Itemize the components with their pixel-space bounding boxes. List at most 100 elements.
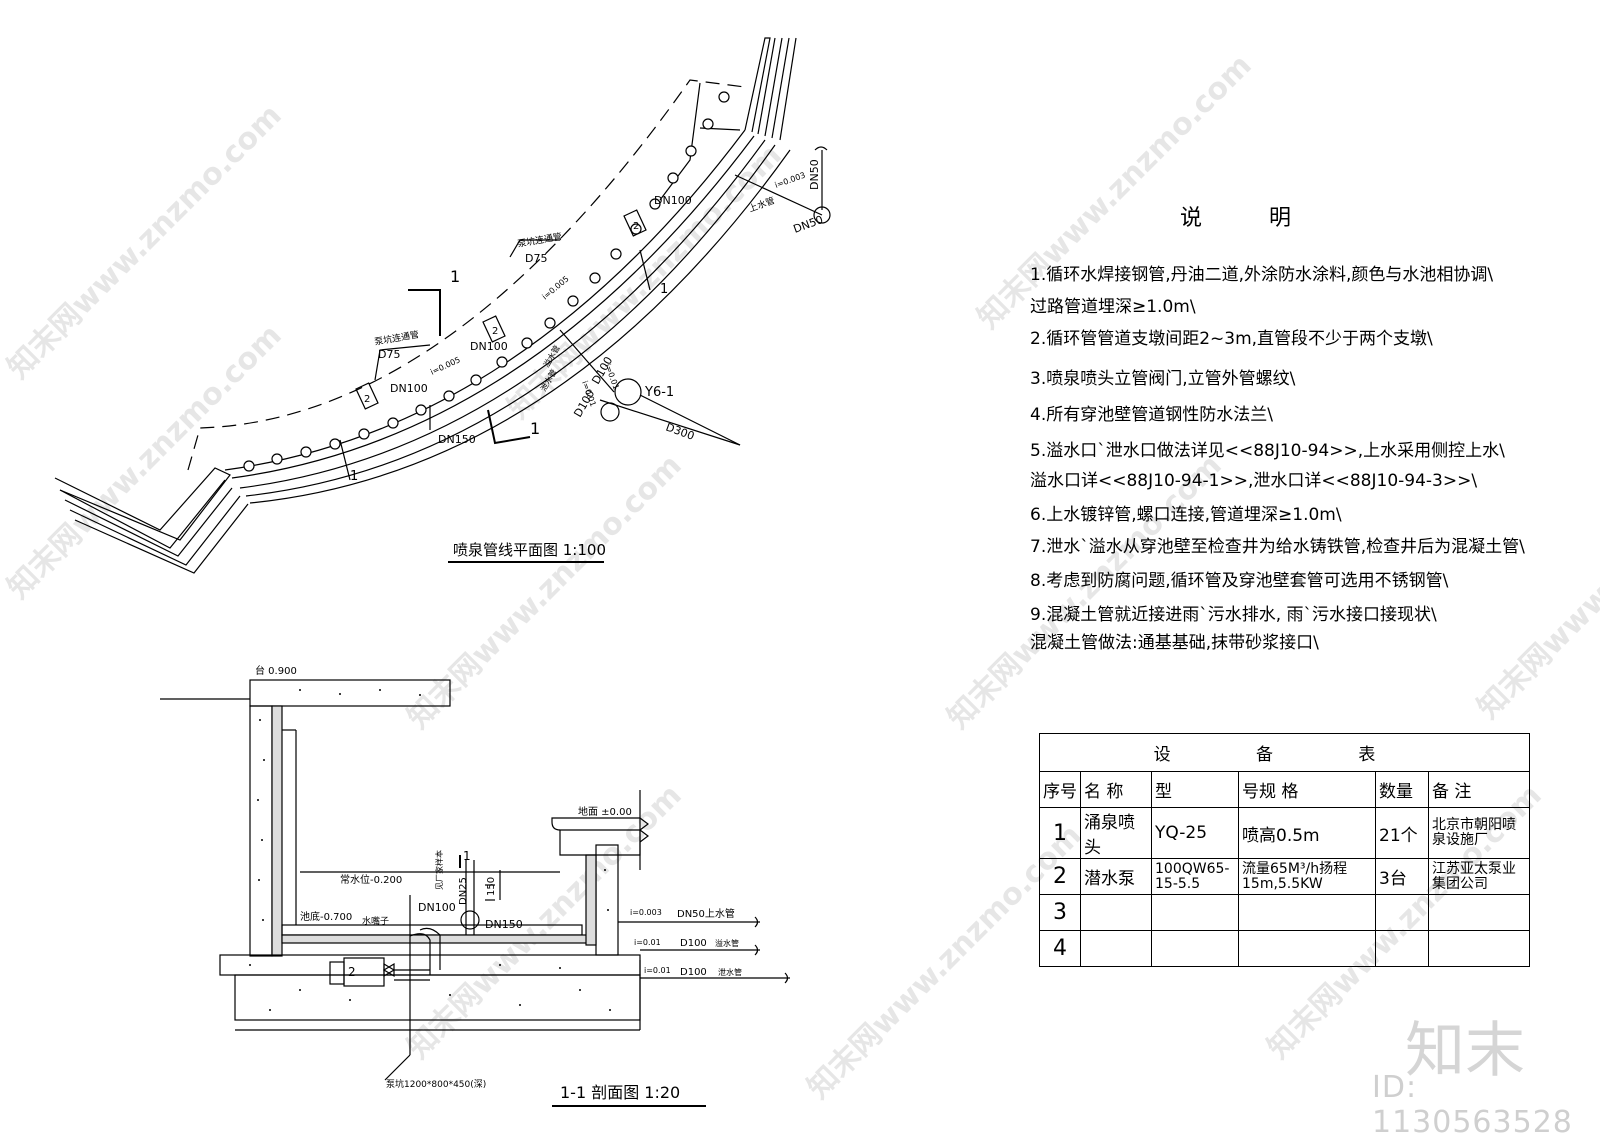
label-nozzle-note: 见厂家样本 (434, 850, 444, 890)
concrete-hatching (249, 689, 611, 1011)
label-dn25: DN25 (458, 877, 469, 905)
watermark-logo: 知末 (1405, 1016, 1525, 1086)
note-line: 过路管道埋深≥1.0m\ (1030, 297, 1196, 317)
equipment-table-title: 设 备 表 (1039, 733, 1530, 772)
label-dn100-mid: DN100 (470, 340, 508, 353)
label-normal-water: 常水位-0.200 (340, 873, 402, 886)
valve-box-label-1: 2 (633, 221, 639, 232)
label-pool-bottom: 池底-0.700 (300, 910, 352, 923)
label-d100-overflow: D100 (680, 938, 707, 949)
table-header: 型 (1151, 771, 1239, 808)
label-d75-1: D75 (525, 252, 547, 265)
cell-no: 2 (1039, 858, 1081, 895)
label-slope-top: i=0.003 (774, 171, 807, 190)
cell-name: 潜水泵 (1080, 858, 1152, 895)
cell-qty (1375, 930, 1429, 967)
watermark-text: 知末网www.znzmo.com (1471, 438, 1600, 726)
label-dn100: DN100 (418, 901, 456, 914)
table-row: 1 涌泉喷头 YQ-25 喷高0.5m 21个 北京市朝阳喷泉设施厂 (1039, 807, 1530, 859)
watermark-text: 知末网www.znzmo.com (401, 448, 689, 736)
table-header: 名 称 (1080, 771, 1152, 808)
valve-box-label-3: 2 (364, 394, 370, 405)
note-line: 溢水口详<<88J10-94-1>>,泄水口详<<88J10-94-3>>\ (1030, 471, 1478, 491)
cell-qty (1375, 894, 1429, 931)
table-row: 4 (1039, 930, 1530, 967)
cell-model: YQ-25 (1151, 807, 1239, 859)
cell-spec (1238, 894, 1376, 931)
note-line: 8.考虑到防腐问题,循环管及穿池壁套管可选用不锈钢管\ (1030, 571, 1449, 591)
cell-model (1151, 930, 1239, 967)
label-d300: D300 (664, 421, 696, 443)
label-d75-2: D75 (378, 348, 400, 361)
plan-view (54, 37, 831, 574)
table-row: 3 (1039, 894, 1530, 931)
equipment-table: 设 备 表 序号 名 称 型 号规 格 数量 备 注 1 涌泉喷头 YQ-25 … (1039, 733, 1530, 967)
note-line: 1.循环水焊接钢管,丹油二道,外涂防水涂料,颜色与水池相协调\ (1030, 265, 1494, 285)
note-line: 3.喷泉喷头立管阀门,立管外管螺纹\ (1030, 369, 1296, 389)
label-dn50-right2: DN50 (792, 213, 825, 236)
cell-note: 北京市朝阳喷泉设施厂 (1428, 807, 1530, 859)
section-caption: 1-1 剖面图 1:20 (560, 1083, 680, 1102)
label-slope-a: i=0.005 (541, 274, 571, 301)
section-view (160, 679, 790, 1081)
section-labels: 台 0.900 地面 ±0.00 常水位-0.200 池底-0.700 见厂家样… (255, 664, 742, 1102)
notes-title: 说 明 (1180, 206, 1321, 231)
cell-no: 4 (1039, 930, 1081, 967)
cell-qty: 3台 (1375, 858, 1429, 895)
label-pit: 泵坑1200*800*450(深) (386, 1078, 486, 1090)
section-mark-4: 1 (350, 469, 358, 484)
label-pump-pipe-2: 泵坑连通管 (373, 328, 419, 348)
section-mark-3: 1 (660, 282, 668, 297)
label-y6: Y6-1 (644, 385, 674, 400)
table-row: 2 潜水泵 100QW65-15-5.5 流量65M³/h扬程15m,5.5KW… (1039, 858, 1530, 895)
cell-name (1080, 930, 1152, 967)
cell-note (1428, 894, 1530, 931)
label-slope3: i=0.01 (644, 966, 671, 975)
cell-model: 100QW65-15-5.5 (1151, 858, 1239, 895)
cell-qty: 21个 (1375, 807, 1429, 859)
cell-note: 江苏亚太泵业集团公司 (1428, 858, 1530, 895)
label-dn50-supply: DN50上水管 (677, 907, 735, 920)
note-line: 5.溢水口`泄水口做法详见<<88J10-94>>,上水采用侧控上水\ (1030, 441, 1505, 461)
label-dn150: DN150 (485, 918, 523, 931)
nozzle-circles (243, 91, 730, 472)
label-ground: 地面 ±0.00 (578, 805, 632, 818)
label-nozzle: 水嘴子 (362, 915, 389, 927)
label-slope-b: i=0.005 (429, 355, 462, 377)
note-line: 9.混凝土管就近接进雨`污水排水, 雨`污水接口接现状\ (1030, 605, 1437, 625)
valve-box-label-2: 2 (492, 326, 498, 337)
cell-name (1080, 894, 1152, 931)
cell-name: 涌泉喷头 (1080, 807, 1152, 859)
section-mark-1: 1 (450, 267, 460, 286)
note-line: 4.所有穿池壁管道钢性防水法兰\ (1030, 405, 1273, 425)
cell-spec: 流量65M³/h扬程15m,5.5KW (1238, 858, 1376, 895)
label-dn50-right: DN50 (808, 159, 821, 190)
plan-caption: 喷泉管线平面图 1:100 (453, 541, 606, 559)
table-header: 序号 (1039, 771, 1081, 808)
cell-no: 1 (1039, 807, 1081, 859)
label-slope2: i=0.01 (634, 938, 661, 947)
note-line: 7.泄水`溢水从穿池壁至检查井为给水铸铁管,检查井后为混凝土管\ (1030, 537, 1525, 557)
section-mark-2: 1 (530, 419, 540, 438)
note-line: 2.循环管管道支墩间距2~3m,直管段不少于两个支墩\ (1030, 329, 1433, 349)
label-h150: 150 (486, 877, 497, 896)
cell-spec (1238, 930, 1376, 967)
note-line: 6.上水镀锌管,螺口连接,管道埋深≥1.0m\ (1030, 505, 1342, 525)
label-dn100-top: DN100 (654, 194, 692, 207)
label-ledge: 台 0.900 (255, 664, 297, 677)
note-line: 混凝土管做法:通基基础,抹带砂浆接口\ (1030, 633, 1319, 653)
cell-spec: 喷高0.5m (1238, 807, 1376, 859)
cell-note (1428, 930, 1530, 967)
watermark-id: ID: 1130563528 (1372, 1070, 1573, 1140)
table-header: 备 注 (1428, 771, 1530, 808)
label-dn100-left: DN100 (390, 382, 428, 395)
cell-model (1151, 894, 1239, 931)
label-overflow: 溢水管 (715, 938, 739, 948)
label-sec-mark: 1 (463, 849, 471, 863)
cell-no: 3 (1039, 894, 1081, 931)
label-slope1: i=0.003 (630, 908, 662, 917)
label-drain: 泄水管 (718, 967, 742, 977)
label-d100-drain: D100 (680, 967, 707, 978)
label-dn150: DN150 (438, 433, 476, 446)
table-header: 数量 (1375, 771, 1429, 808)
